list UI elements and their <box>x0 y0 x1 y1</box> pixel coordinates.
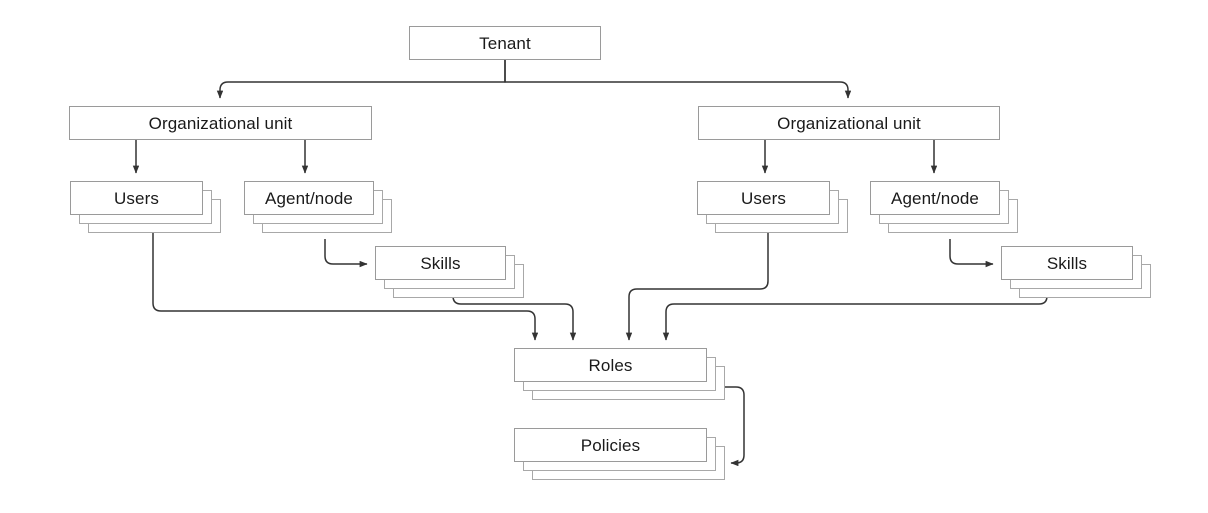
node-tenant[interactable]: Tenant <box>409 26 601 60</box>
node-users_right[interactable]: Users <box>697 181 830 215</box>
node-label: Agent/node <box>265 188 353 208</box>
node-label: Users <box>741 188 786 208</box>
edge-skills-right-to-roles <box>662 282 1048 341</box>
node-skills_left[interactable]: Skills <box>375 246 506 280</box>
node-label: Tenant <box>479 33 531 53</box>
node-agent_right[interactable]: Agent/node <box>870 181 1000 215</box>
edge-tenant-to-ou-left <box>216 60 506 99</box>
node-label: Roles <box>588 355 633 375</box>
edge-agent-right-to-skills <box>949 239 994 268</box>
node-label: Policies <box>580 435 641 455</box>
edge-roles-to-policies <box>722 386 745 467</box>
node-skills_right[interactable]: Skills <box>1001 246 1133 280</box>
node-ou_left[interactable]: Organizational unit <box>69 106 372 140</box>
node-label: Agent/node <box>891 188 979 208</box>
edge-tenant-to-ou-right <box>504 60 852 99</box>
node-label: Organizational unit <box>777 113 921 133</box>
node-label: Skills <box>420 253 461 273</box>
node-label: Organizational unit <box>148 113 293 133</box>
node-agent_left[interactable]: Agent/node <box>244 181 374 215</box>
node-ou_right[interactable]: Organizational unit <box>698 106 1000 140</box>
node-label: Skills <box>1046 253 1088 273</box>
node-label: Users <box>114 188 159 208</box>
edge-users-right-to-roles <box>625 215 769 341</box>
node-policies[interactable]: Policies <box>514 428 707 462</box>
node-roles[interactable]: Roles <box>514 348 707 382</box>
edge-agent-left-to-skills <box>324 239 368 268</box>
node-users_left[interactable]: Users <box>70 181 203 215</box>
